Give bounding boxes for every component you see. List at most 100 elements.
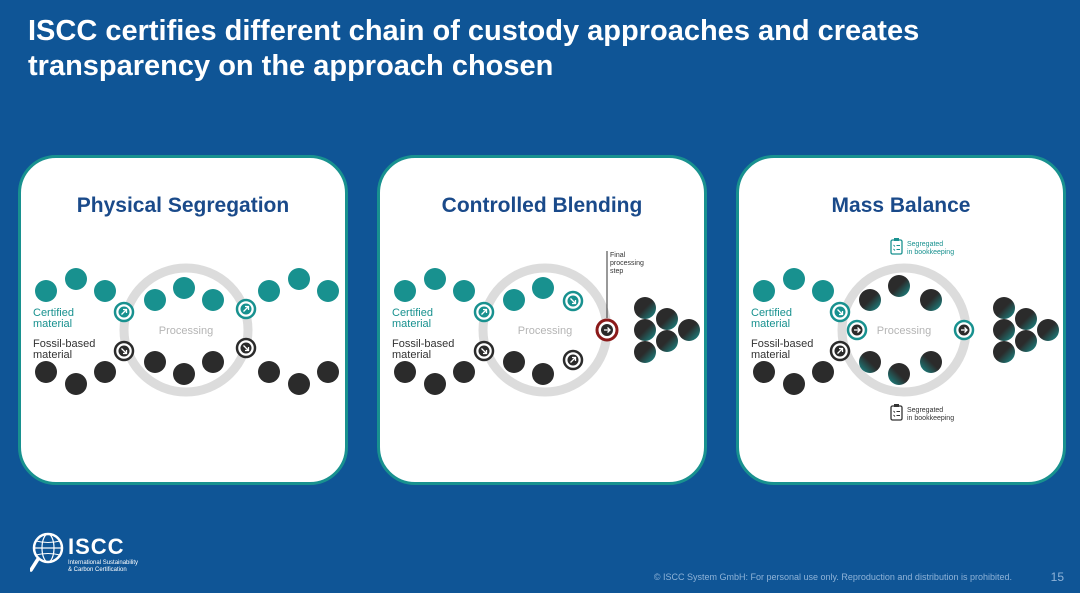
bookkeeping-label: in bookkeeping: [907, 415, 954, 422]
blended-dot: [634, 297, 656, 319]
certified-dot: [317, 280, 339, 302]
output-dot: [993, 297, 1015, 319]
iscc-logo: ISCC International Sustainability & Carb…: [30, 530, 150, 586]
bookkeeping-label: Segregated: [907, 407, 943, 414]
logo-subtitle-line: & Carbon Certification: [68, 567, 127, 573]
certified-dot: [394, 280, 416, 302]
certified-entry-arrow-icon: [473, 301, 495, 323]
bookkeeping-label: Segregated: [907, 241, 943, 248]
fossil-dot: [202, 351, 224, 373]
certified-dot: [173, 277, 195, 299]
fossil-dot: [65, 373, 87, 395]
fossil-label: material: [751, 349, 790, 361]
mixed-dot: [888, 275, 910, 297]
output-dot: [1015, 330, 1037, 352]
certified-dot: [258, 280, 280, 302]
blended-dot: [656, 308, 678, 330]
panel-mass-balance: Mass Balance Processing Segregated in bo…: [736, 155, 1066, 485]
processing-ring: [119, 263, 253, 397]
logo-subtitle: International Sustainability & Carbon Ce…: [68, 560, 158, 574]
fossil-label: Fossil-based: [392, 338, 454, 350]
mixed-dot: [859, 289, 881, 311]
final-step-arrow-icon: [595, 318, 619, 342]
fossil-label: Fossil-based: [33, 338, 95, 350]
output-dot: [993, 341, 1015, 363]
certified-exit-arrow-icon: [235, 298, 257, 320]
fossil-entry-arrow-icon: [113, 340, 135, 362]
fossil-entry-arrow-icon: [473, 340, 495, 362]
blended-dot: [656, 330, 678, 352]
slide-title: ISCC certifies different chain of custod…: [28, 15, 920, 82]
fossil-dot: [783, 373, 805, 395]
panel-physical-segregation: Physical Segregation Processing: [18, 155, 348, 485]
blended-dot: [634, 341, 656, 363]
fossil-inner-arrow-icon: [562, 349, 584, 371]
certified-dot: [35, 280, 57, 302]
certified-dot: [144, 289, 166, 311]
certified-dot: [65, 268, 87, 290]
certified-dot: [453, 280, 475, 302]
panel-title: Physical Segregation: [76, 194, 290, 217]
certified-entry-arrow-icon: [113, 301, 135, 323]
fossil-dot: [317, 361, 339, 383]
page-number: 15: [1050, 570, 1064, 584]
certified-dot: [532, 277, 554, 299]
globe-magnifier-icon: [30, 532, 64, 572]
certified-dot: [424, 268, 446, 290]
fossil-dot: [753, 361, 775, 383]
fossil-dot: [503, 351, 525, 373]
bookkeeping-label: in bookkeeping: [907, 249, 954, 256]
blended-dot: [634, 319, 656, 341]
mixed-dot: [920, 351, 942, 373]
fossil-exit-arrow-icon: [235, 337, 257, 359]
mass-balance-diagram: Processing Segregated in bookkeeping Seg…: [751, 238, 1059, 422]
controlled-blending-diagram: Processing: [392, 251, 700, 397]
fossil-label: material: [392, 349, 431, 361]
fossil-dot: [173, 363, 195, 385]
certified-dot: [753, 280, 775, 302]
final-step-label: step: [610, 268, 623, 275]
fossil-dot: [258, 361, 280, 383]
logo-wordmark: ISCC: [68, 534, 125, 559]
panel-controlled-blending: Controlled Blending Processing: [377, 155, 707, 485]
mixed-dot: [920, 289, 942, 311]
certified-label: Certified: [751, 307, 792, 319]
processing-label: Processing: [518, 325, 572, 337]
output-dot: [1037, 319, 1059, 341]
blended-dot: [678, 319, 700, 341]
output-dot: [1015, 308, 1037, 330]
processing-label: Processing: [159, 325, 213, 337]
clipboard-icon: [890, 404, 903, 421]
certified-dot: [288, 268, 310, 290]
fossil-dot: [144, 351, 166, 373]
logo-subtitle-line: International Sustainability: [68, 560, 139, 566]
mixed-dot: [888, 363, 910, 385]
fossil-dot: [424, 373, 446, 395]
fossil-dot: [532, 363, 554, 385]
fossil-dot: [94, 361, 116, 383]
certified-dot: [503, 289, 525, 311]
fossil-label: Fossil-based: [751, 338, 813, 350]
panel-title: Controlled Blending: [441, 194, 643, 217]
certified-dot: [202, 289, 224, 311]
clipboard-icon: [890, 238, 903, 255]
output-dot: [993, 319, 1015, 341]
fossil-dot: [35, 361, 57, 383]
processing-label: Processing: [877, 325, 931, 337]
fossil-entry-arrow-icon: [829, 340, 851, 362]
final-step-label: Final: [610, 252, 626, 259]
copyright-footer: © ISCC System GmbH: For personal use onl…: [653, 572, 1012, 582]
certified-label: material: [33, 318, 72, 330]
certified-label: material: [392, 318, 431, 330]
merge-arrow-icon: [846, 319, 868, 341]
output-arrow-icon: [953, 319, 975, 341]
fossil-dot: [453, 361, 475, 383]
certified-label: Certified: [392, 307, 433, 319]
certified-dot: [812, 280, 834, 302]
certified-dot: [783, 268, 805, 290]
certified-label: material: [751, 318, 790, 330]
certified-inner-arrow-icon: [562, 290, 584, 312]
fossil-label: material: [33, 349, 72, 361]
certified-dot: [94, 280, 116, 302]
final-step-label: processing: [610, 260, 644, 267]
